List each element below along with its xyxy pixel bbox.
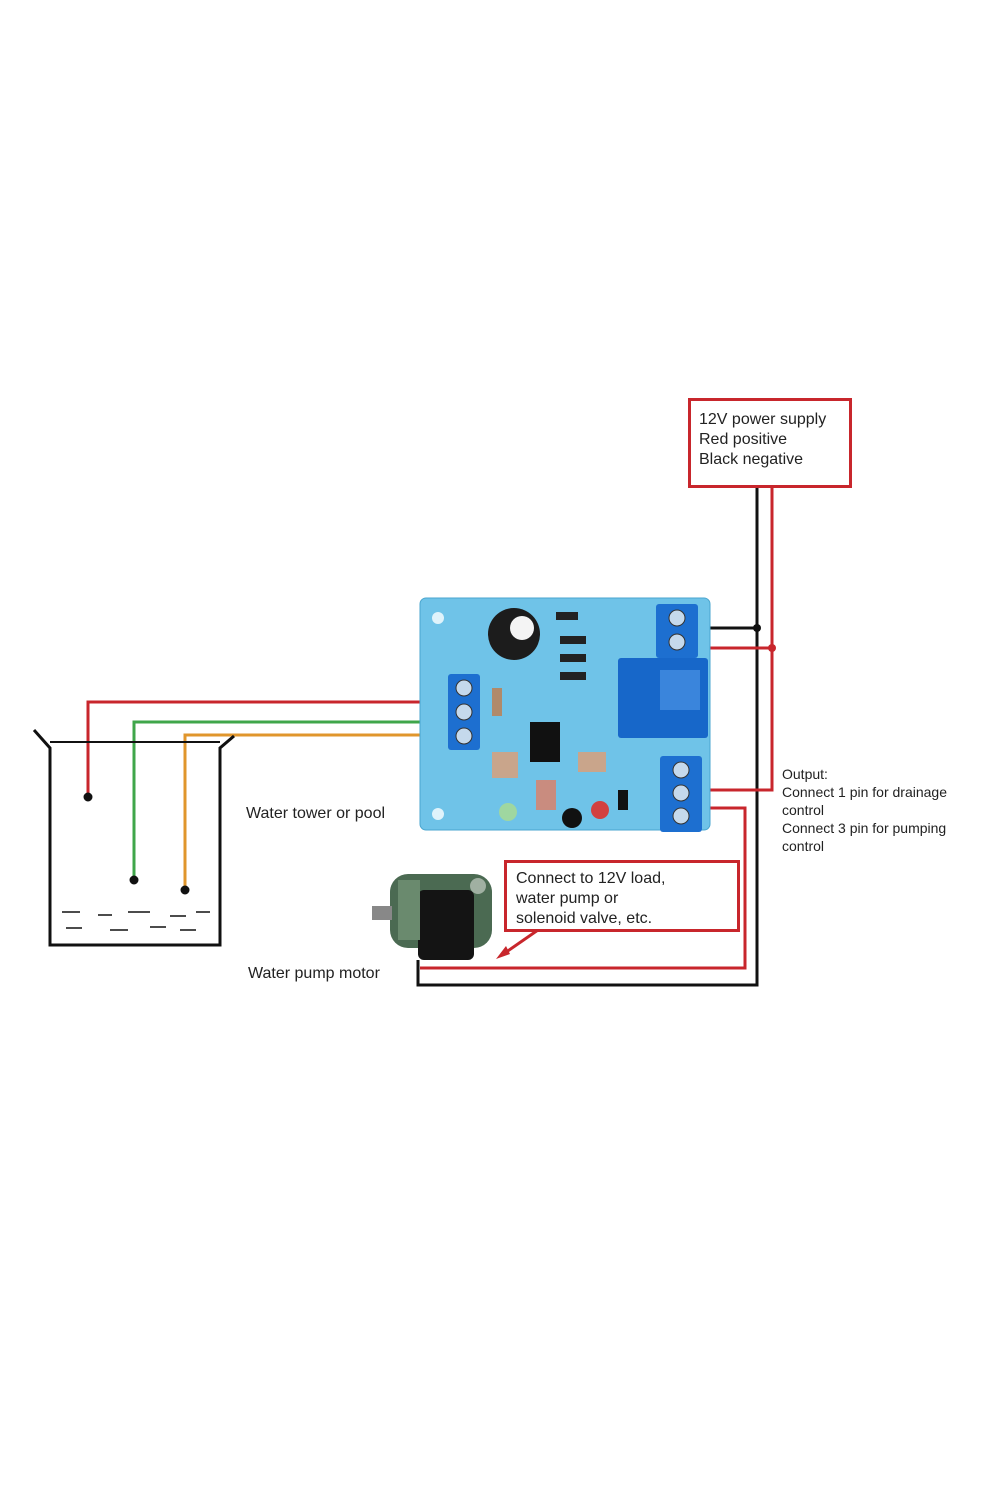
mount-hole — [432, 808, 444, 820]
black-return-wire — [416, 628, 759, 987]
load-note-box: Connect to 12V load, water pump or solen… — [504, 860, 740, 932]
water-surface — [62, 911, 210, 931]
resistor — [560, 636, 586, 644]
power-box-line2: Red positive — [699, 431, 788, 448]
probe-wire-green — [132, 720, 430, 878]
led-green — [499, 803, 517, 821]
mount-hole — [432, 612, 444, 624]
power-box-line1: 12V power supply — [699, 411, 827, 428]
wire-junction — [753, 624, 761, 632]
water-tank — [32, 729, 235, 947]
resistor — [560, 672, 586, 680]
output-line1: Connect 1 pin for drainage — [782, 784, 947, 800]
component — [618, 790, 628, 810]
resistor — [560, 654, 586, 662]
red-output-wire — [700, 648, 774, 792]
load-box-line1: Connect to 12V load, — [516, 870, 666, 887]
motor-label: Water pump motor — [248, 965, 380, 982]
output-title: Output: — [782, 766, 828, 782]
probe-wires — [86, 700, 430, 888]
output-note: Output: Connect 1 pin for drainage contr… — [782, 765, 947, 855]
probe-wire-orange — [183, 733, 430, 888]
output-line4: control — [782, 838, 825, 854]
output-line3: Connect 3 pin for pumping — [782, 820, 947, 836]
resistor — [492, 752, 518, 778]
load-red-wire — [420, 806, 747, 970]
load-wires — [420, 806, 747, 970]
power-box-line3: Black negative — [699, 451, 804, 468]
wire-junction — [768, 644, 776, 652]
output-line2: control — [782, 802, 825, 818]
resistor — [492, 688, 502, 716]
power-terminal-block — [656, 604, 698, 658]
ic-chip — [530, 722, 560, 762]
led-red — [591, 801, 609, 819]
power-supply-box: 12V power supply Red positive Black nega… — [688, 398, 852, 488]
controller-board — [419, 597, 711, 832]
resistor — [578, 752, 606, 772]
capacitor — [488, 608, 540, 660]
power-wires — [416, 486, 776, 987]
probe-wire-red — [86, 700, 430, 795]
component — [536, 780, 556, 810]
load-box-line2: water pump or — [516, 890, 619, 907]
tank-label: Water tower or pool — [246, 805, 386, 822]
load-arrow-head — [496, 946, 510, 959]
load-box-line3: solenoid valve, etc. — [516, 910, 653, 927]
resistor — [556, 612, 578, 620]
pump-motor — [372, 874, 492, 960]
transistor — [562, 808, 582, 828]
